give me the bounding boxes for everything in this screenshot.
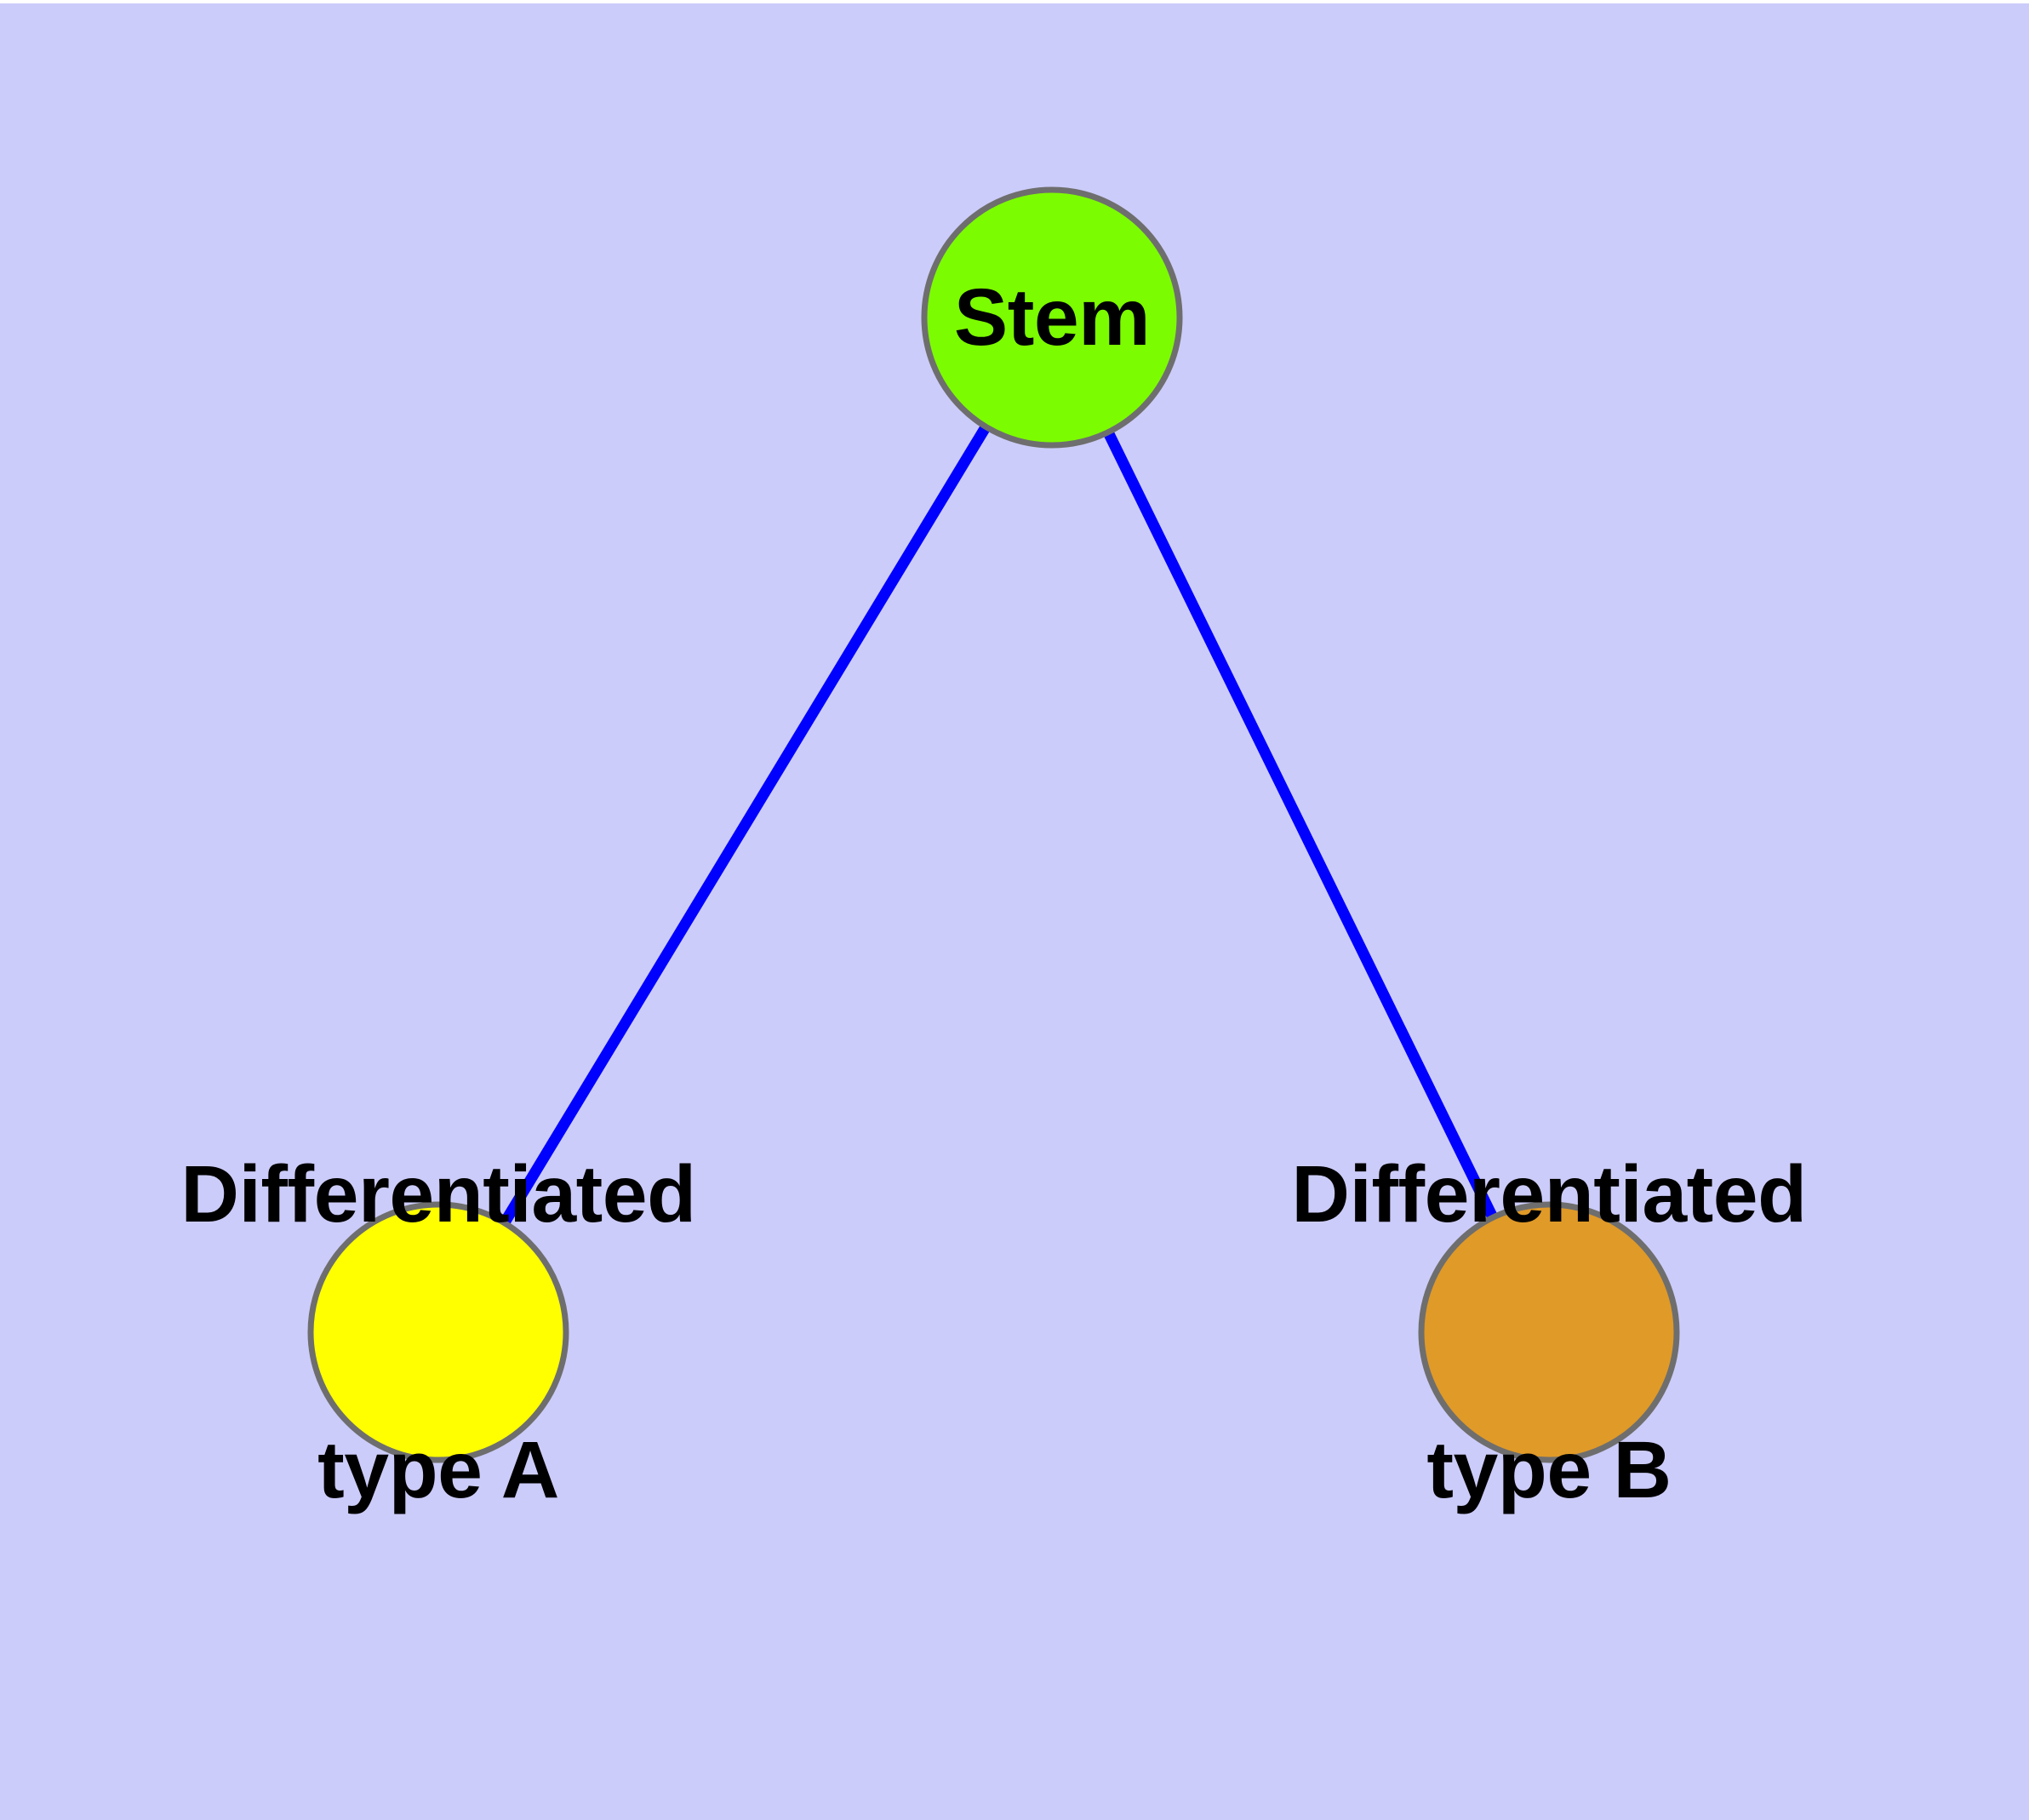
edge-stem-to-differentiated-type-b[interactable]: [1103, 430, 1498, 1220]
node-layer: [307, 186, 1680, 1463]
node-differentiated-type-b[interactable]: [1418, 1201, 1680, 1463]
node-differentiated-type-a[interactable]: [307, 1201, 569, 1463]
edge-layer: [500, 424, 1498, 1226]
node-stem[interactable]: [921, 186, 1183, 449]
edge-stem-to-differentiated-type-a[interactable]: [500, 424, 991, 1226]
